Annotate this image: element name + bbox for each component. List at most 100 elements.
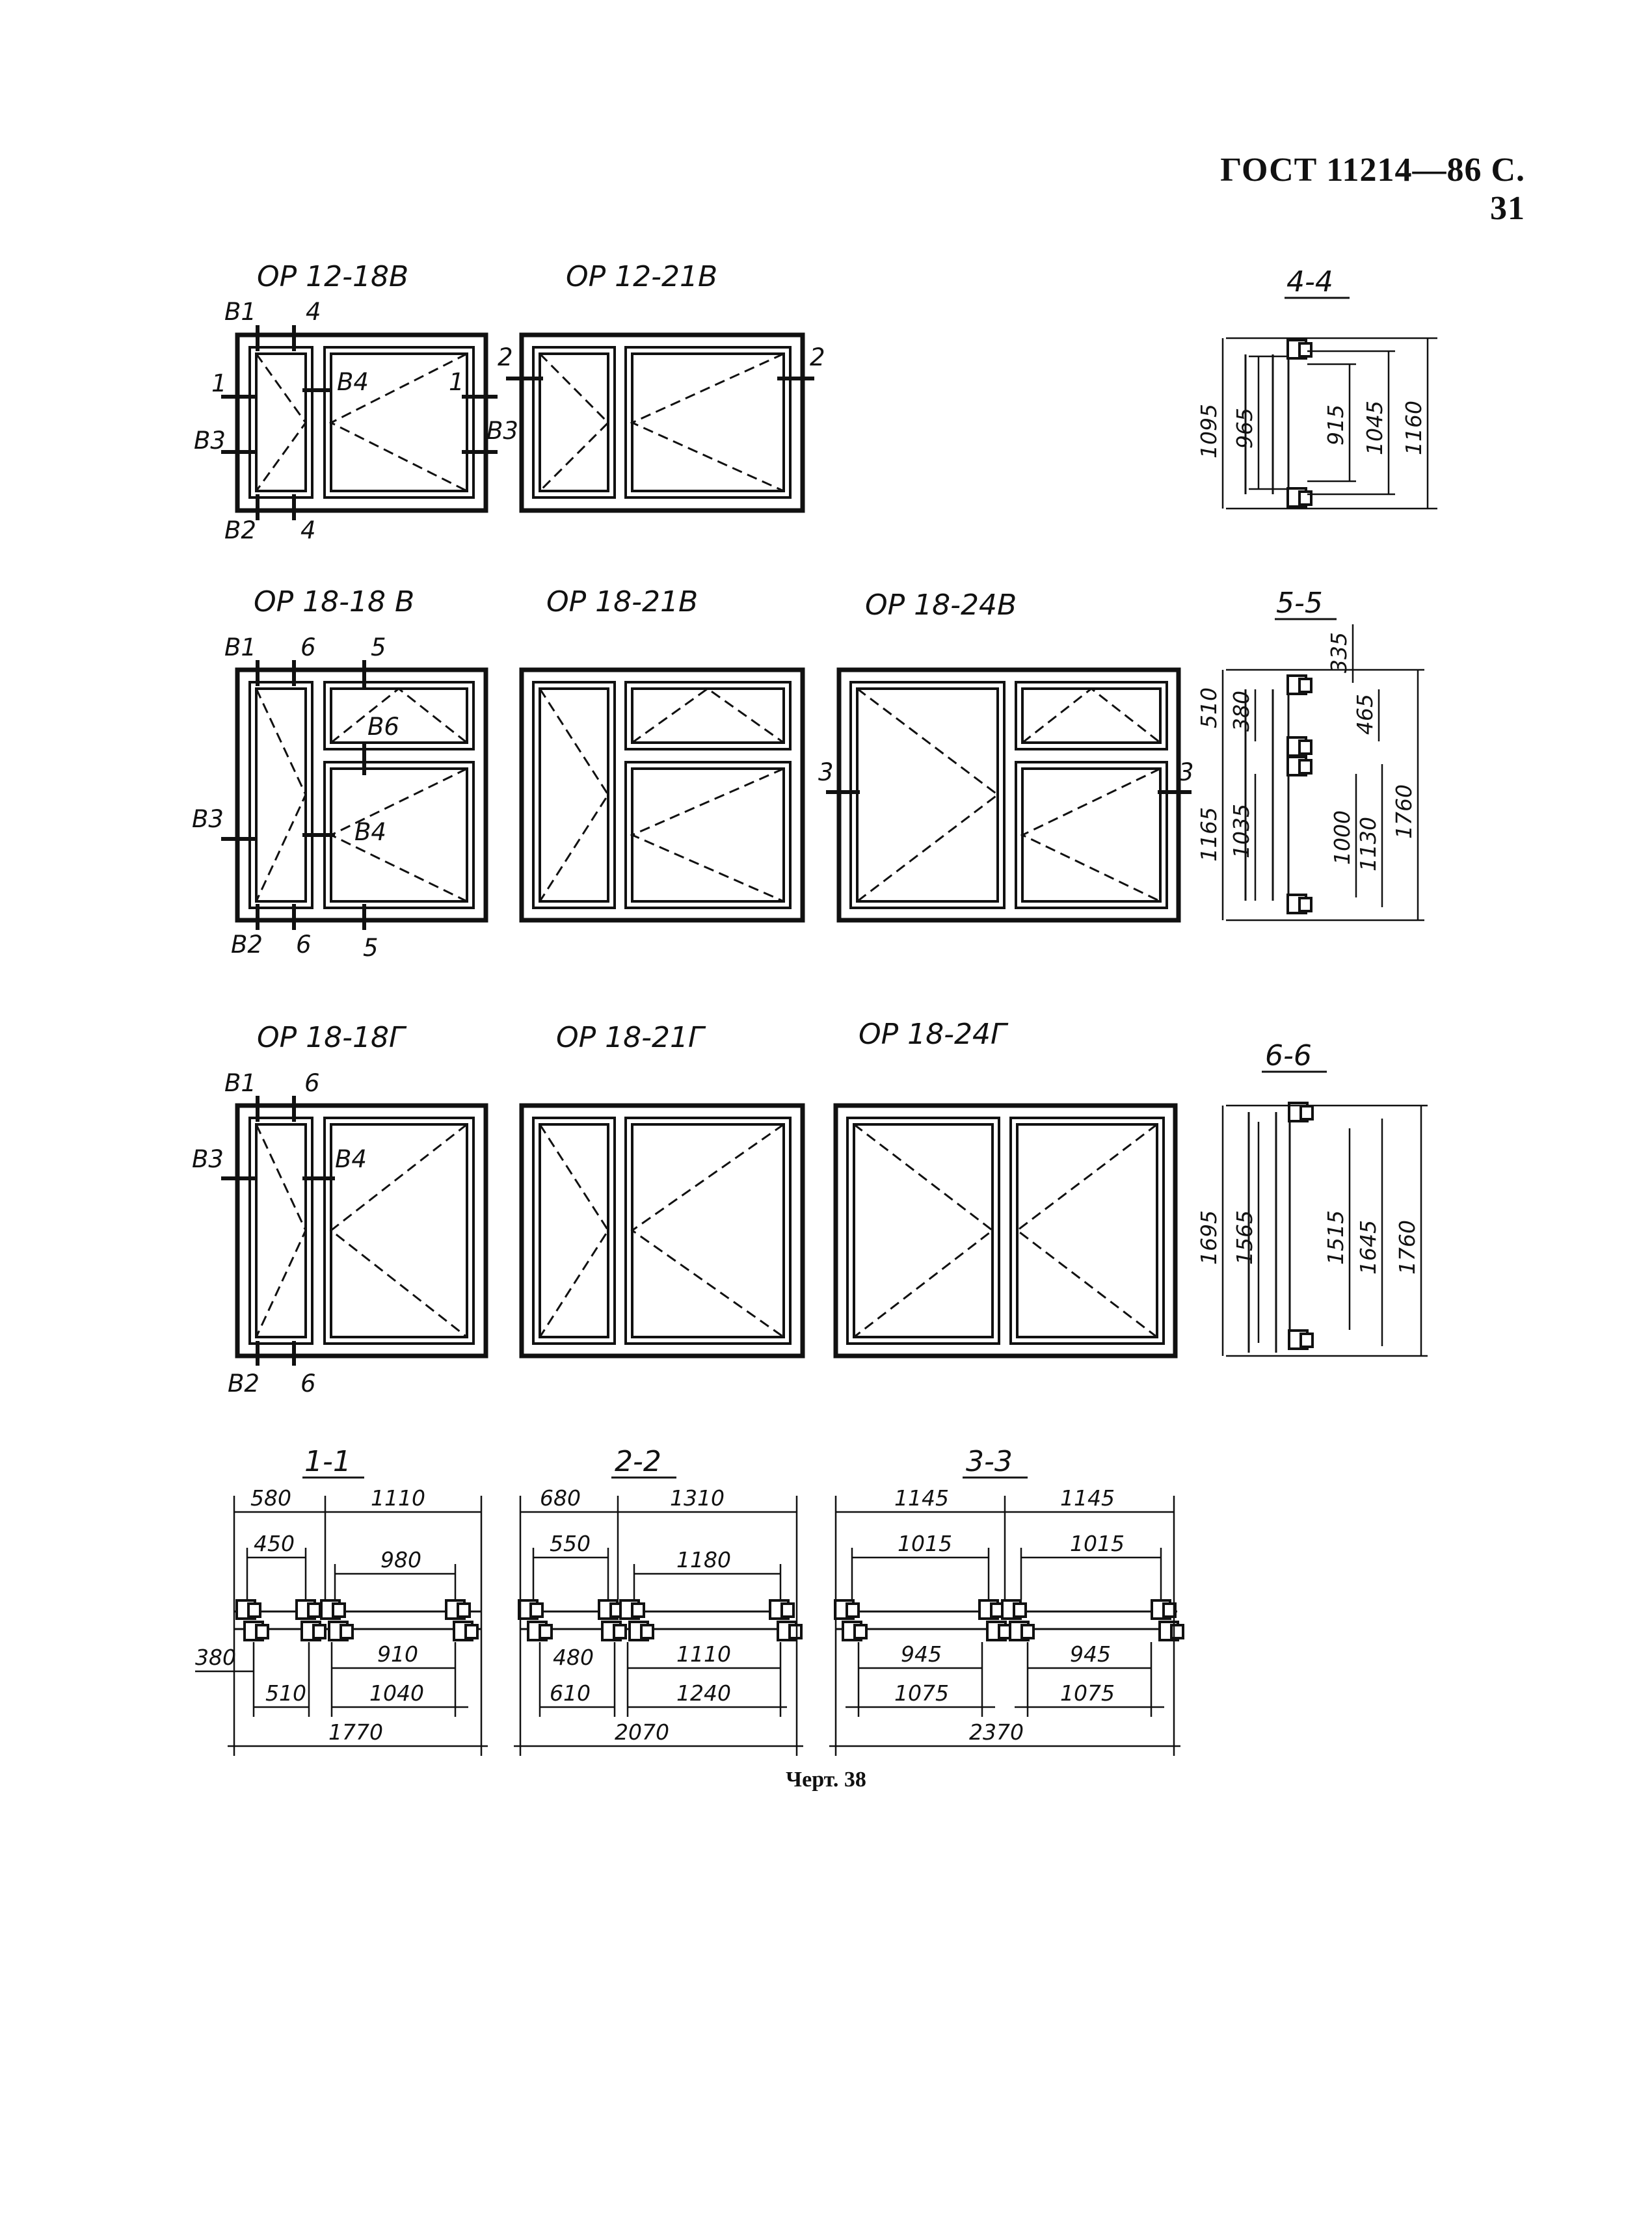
dim-1110: 1110: [371, 1485, 425, 1511]
title-op18-21v: ОР 18-21В: [546, 585, 698, 618]
mark-b3: В3: [486, 417, 518, 445]
window-op18-18g: [221, 1096, 488, 1366]
dim-1045: 1045: [1362, 401, 1387, 455]
title-op12-18v: ОР 12-18В: [257, 260, 408, 293]
mark-b2: В2: [231, 931, 263, 959]
mark-b1: В1: [224, 298, 256, 326]
mark-5: 5: [363, 934, 379, 962]
dim-610: 610: [550, 1680, 591, 1706]
section-6-6: [1221, 1102, 1428, 1357]
dim-1770: 1770: [328, 1719, 383, 1745]
dim-480: 480: [553, 1645, 594, 1670]
mark-b2: В2: [224, 516, 256, 544]
mark-b1: В1: [224, 633, 256, 661]
dim-1695: 1695: [1196, 1210, 1221, 1265]
mark-4: 4: [306, 298, 321, 326]
mark-3: 3: [818, 758, 834, 786]
dim-915: 915: [1323, 404, 1348, 445]
title-op12-21v: ОР 12-21В: [566, 260, 717, 293]
dim-380: 380: [1229, 691, 1254, 732]
section-5-5: [1221, 624, 1424, 922]
dim-1645: 1645: [1355, 1220, 1381, 1275]
dim-510: 510: [1196, 687, 1221, 728]
dim-2370: 2370: [969, 1719, 1024, 1745]
mark-6: 6: [300, 633, 316, 661]
dim-1515: 1515: [1323, 1210, 1348, 1265]
dim-945: 945: [1070, 1641, 1111, 1667]
window-op18-18v: [221, 660, 488, 930]
page-header: ГОСТ 11214—86 С. 31: [1220, 152, 1525, 227]
dim-1145: 1145: [1060, 1485, 1115, 1511]
dim-510: 510: [265, 1680, 306, 1706]
mark-2: 2: [810, 343, 825, 371]
dim-450: 450: [254, 1531, 295, 1556]
dim-2070: 2070: [615, 1719, 669, 1745]
mark-6: 6: [304, 1069, 320, 1097]
dim-910: 910: [377, 1641, 418, 1667]
dim-335: 335: [1326, 632, 1352, 673]
mark-b4: В4: [335, 1145, 367, 1173]
title-section-3-3: 3-3: [966, 1445, 1013, 1478]
dim-965: 965: [1232, 408, 1257, 449]
dim-945: 945: [901, 1641, 942, 1667]
mark-6: 6: [300, 1370, 316, 1398]
dim-1095: 1095: [1196, 404, 1221, 458]
mark-5: 5: [371, 633, 386, 661]
window-op12-21v: [506, 332, 814, 513]
dim-1160: 1160: [1401, 401, 1426, 455]
dim-465: 465: [1352, 694, 1378, 735]
dim-1180: 1180: [676, 1547, 731, 1572]
dim-1035: 1035: [1229, 804, 1254, 858]
mark-b3: В3: [192, 805, 224, 833]
dim-1000: 1000: [1329, 810, 1355, 865]
title-op18-24g: ОР 18-24Г: [859, 1018, 1009, 1051]
window-op18-24g: [833, 1103, 1178, 1359]
dim-980: 980: [380, 1547, 421, 1572]
mark-4: 4: [300, 516, 316, 544]
dim-1240: 1240: [676, 1680, 731, 1706]
dim-1130: 1130: [1355, 817, 1381, 871]
dim-1310: 1310: [670, 1485, 725, 1511]
dim-550: 550: [550, 1531, 591, 1556]
title-op18-21g: ОР 18-21Г: [556, 1021, 706, 1054]
mark-b1: В1: [224, 1069, 256, 1097]
section-4-4: [1221, 337, 1437, 510]
dim-1565: 1565: [1232, 1210, 1257, 1265]
mark-1: 1: [211, 369, 227, 397]
section-3-3: [829, 1496, 1184, 1756]
window-op18-21g: [519, 1103, 805, 1359]
title-section-4-4: 4-4: [1286, 265, 1333, 298]
mark-b2: В2: [228, 1370, 260, 1398]
dim-1165: 1165: [1196, 807, 1221, 862]
mark-b3: В3: [194, 427, 226, 455]
dim-680: 680: [540, 1485, 581, 1511]
title-section-2-2: 2-2: [615, 1445, 661, 1478]
dim-1145: 1145: [894, 1485, 949, 1511]
window-op12-18v: [221, 325, 498, 520]
dim-1760: 1760: [1394, 1220, 1420, 1275]
title-op18-18v: ОР 18-18 В: [254, 585, 414, 618]
dim-1015: 1015: [1070, 1531, 1125, 1556]
title-op18-18g: ОР 18-18Г: [257, 1021, 407, 1054]
title-section-5-5: 5-5: [1276, 587, 1323, 620]
mark-b4: В4: [354, 818, 386, 846]
dim-1040: 1040: [369, 1680, 424, 1706]
mark-1: 1: [449, 368, 464, 396]
title-section-1-1: 1-1: [304, 1445, 351, 1478]
dim-1110: 1110: [676, 1641, 731, 1667]
window-op18-21v: [519, 667, 805, 923]
mark-b4: В4: [337, 368, 369, 396]
mark-3: 3: [1179, 758, 1194, 786]
title-op18-24v: ОР 18-24В: [865, 589, 1017, 622]
mark-6: 6: [296, 931, 312, 959]
dim-1760: 1760: [1391, 784, 1417, 839]
figure-caption: Черт. 38: [786, 1768, 866, 1792]
dim-380: 380: [195, 1645, 236, 1670]
dim-1075: 1075: [1060, 1680, 1115, 1706]
section-2-2: [514, 1496, 803, 1756]
title-section-6-6: 6-6: [1265, 1039, 1312, 1072]
window-op18-24v: [826, 667, 1192, 923]
dim-1015: 1015: [898, 1531, 952, 1556]
mark-b6: В6: [367, 713, 399, 741]
